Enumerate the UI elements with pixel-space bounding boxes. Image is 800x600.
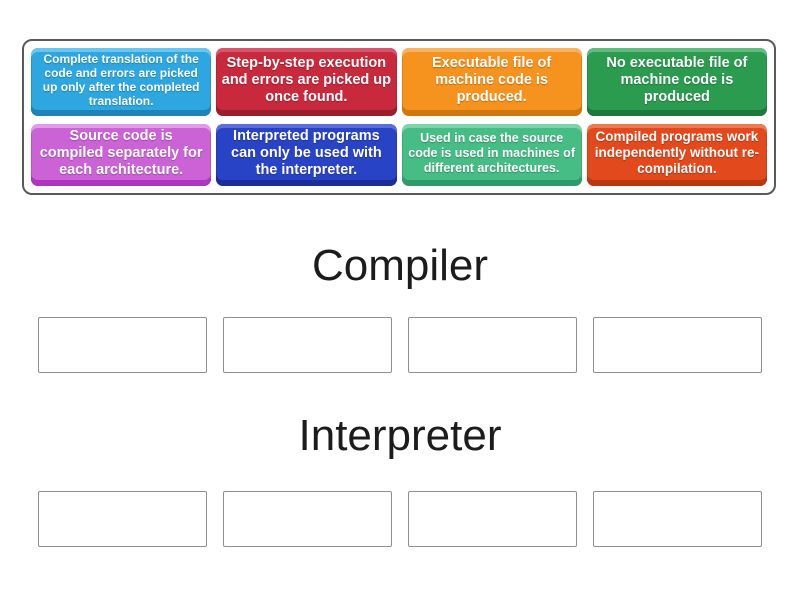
draggable-tile[interactable]: Step-by-step execution and errors are pi… [216, 48, 397, 116]
drop-slot[interactable] [223, 491, 392, 547]
draggable-tile[interactable]: Executable file of machine code is produ… [401, 48, 582, 116]
drop-slot[interactable] [408, 491, 577, 547]
drop-slot[interactable] [38, 317, 207, 373]
draggable-tile[interactable]: No executable file of machine code is pr… [586, 48, 767, 116]
tile-tray: Complete translation of the code and err… [22, 39, 776, 195]
drop-slot[interactable] [593, 491, 762, 547]
drop-slot[interactable] [408, 317, 577, 373]
draggable-tile[interactable]: Compiled programs work independently wit… [586, 123, 767, 186]
drop-slot[interactable] [38, 491, 207, 547]
drop-slot[interactable] [223, 317, 392, 373]
group-heading-interpreter: Interpreter [298, 411, 502, 460]
group-heading-compiler: Compiler [311, 241, 489, 290]
draggable-tile[interactable]: Interpreted programs can only be used wi… [216, 123, 397, 186]
draggable-tile[interactable]: Complete translation of the code and err… [31, 48, 212, 116]
slot-row-compiler [38, 317, 762, 373]
slot-row-interpreter [38, 491, 762, 547]
draggable-tile[interactable]: Source code is compiled separately for e… [31, 123, 212, 186]
draggable-tile[interactable]: Used in case the source code is used in … [401, 123, 582, 186]
drop-slot[interactable] [593, 317, 762, 373]
